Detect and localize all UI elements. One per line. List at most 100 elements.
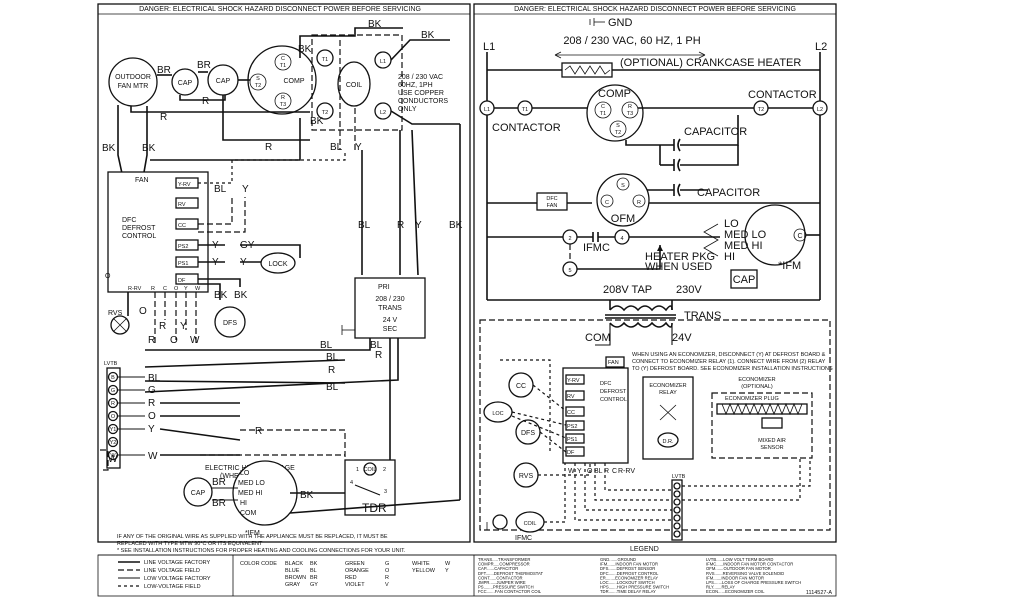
right-comp-r: R (628, 104, 632, 110)
wire-label-r-dfc: R (148, 335, 155, 346)
lvtb-wire-g: G (148, 385, 156, 396)
left-supply-line-4: CONDUCTORS (398, 98, 448, 105)
wire-label-gy: GY (240, 240, 255, 251)
right-supply-label: 208 / 230 VAC, 60 HZ, 1 PH (563, 35, 700, 47)
right-danger-banner: DANGER: ELECTRICAL SHOCK HAZARD DISCONNE… (514, 6, 796, 13)
color-code-title: COLOR CODE (240, 561, 277, 567)
low-voltage-section (479, 319, 831, 531)
line-type-legend: LINE VOLTAGE FACTORY LINE VOLTAGE FIELD … (118, 560, 211, 590)
right-ifm-medhi: MED HI (724, 240, 763, 252)
wire-label-r-sec: R (375, 350, 382, 361)
wire-label-y-ps1: Y (212, 257, 219, 268)
wire-label-br-1: BR (157, 65, 171, 76)
abbreviation-entry: ER........ECONOMIZER RELAY (600, 575, 658, 580)
color-gray: GRAY (285, 582, 301, 588)
wire-label-bk-l1: BK (421, 30, 435, 41)
ifmc-pin-4-label: 4 (620, 236, 623, 242)
left-ifm-com: COM (240, 510, 257, 517)
right-l2-label: L2 (815, 41, 827, 53)
wire-label-bk-fan-2: BK (142, 143, 156, 154)
abbreviation-entry: PS........PRESSURE SWITCH (478, 585, 534, 590)
tdr-coil (363, 462, 377, 476)
color-white: WHITE (412, 561, 430, 567)
lvtb-wire-o: O (148, 411, 156, 422)
color-blue-abbr: BL (310, 568, 317, 574)
right-dfc-terminals: Y-RV RV CC PS2 PS1 DF (565, 374, 585, 457)
wire-label-o-dfc: O (170, 335, 178, 346)
econ-note-3: TO (Y) DEFROST BOARD. SEE ECONOMIZER INS… (632, 366, 833, 372)
lvtb-term-y2: Y2 (110, 440, 117, 446)
left-dfs-label: DFS (223, 320, 237, 327)
left-dfc-b-w: W (195, 286, 201, 292)
wire-label-br-ifm-1: BR (212, 477, 226, 488)
right-cc-label: CC (516, 383, 526, 390)
color-gray-abbr: GY (310, 582, 318, 588)
econ-plug-pins (721, 402, 803, 416)
legend-line-4: LOW-VOLTAGE FIELD (144, 584, 201, 590)
right-dfc-term-yrv: Y-RV (567, 378, 580, 384)
color-orange-abbr: O (385, 568, 390, 574)
abbreviation-entry: DFT.......DEFROST THERMOSTAT (478, 571, 544, 576)
econ-note-1: WHEN USING AN ECONOMIZER, DISCONNECT (Y)… (632, 352, 826, 358)
legend-line-1: LINE VOLTAGE FACTORY (144, 560, 211, 566)
abbreviations-col-3: LVTB......LOW VOLT TERM BOARDIFMC......I… (706, 557, 801, 594)
comp-terminal-r (274, 92, 292, 110)
left-supply-line-5: ONLY (398, 106, 417, 113)
lvtb-term-r: R (111, 401, 115, 407)
abbreviation-entry: GND.......GROUND (600, 557, 636, 562)
left-dfc-term-cc: CC (178, 223, 186, 229)
econ-dr-label: D.R. (663, 439, 674, 445)
left-dfc-o-label: O (105, 273, 111, 280)
abbreviation-entry: CAP.......CAPACITOR (478, 566, 518, 571)
abbreviation-entry: CONT......CONTACTOR (478, 575, 523, 580)
wire-label-o-rvs: O (139, 306, 147, 317)
left-dfc-title-2: DEFROST (122, 225, 156, 232)
trans-tap-208: 208V TAP (603, 284, 652, 296)
heater-pkg-label-1: HEATER PKG (645, 251, 715, 263)
ifmc-pin-2-label: 2 (568, 236, 571, 242)
left-dfc-b-o: O (174, 286, 179, 292)
color-red-abbr: R (385, 575, 389, 581)
left-dfc-b-y: Y (184, 286, 188, 292)
abbreviation-entry: JMPR......JUMPER WIRE (478, 580, 526, 585)
left-danger-banner: DANGER: ELECTRICAL SHOCK HAZARD DISCONNE… (139, 6, 421, 13)
right-compressor (586, 84, 644, 142)
right-indoor-fan-motor (744, 204, 806, 266)
contactor-coil-label: COIL (346, 82, 362, 89)
outdoor-fan-motor (108, 57, 158, 107)
abbreviation-entry: OFM.......OUTDOOR FAN MOTOR (706, 566, 771, 571)
comp-term-r-label: R (281, 95, 285, 101)
left-note-3: * SEE INSTALLATION INSTRUCTIONS FOR PROP… (117, 548, 406, 554)
left-transformer (354, 277, 426, 339)
abbreviation-entry: ECON......ECONOMIZER COIL (706, 589, 765, 594)
left-dfc-title-3: CONTROL (122, 233, 156, 240)
abbreviation-entry: HPS.......HIGH PRESSURE SWITCH (600, 585, 669, 590)
wire-label-bl-lvtb-2: BL (326, 352, 339, 363)
abbreviation-entry: DFC.......DEFROST CONTROL (600, 571, 659, 576)
right-24v-label: 24V (672, 332, 692, 344)
legend-title: LEGEND (630, 546, 659, 553)
comp-term-c-label: C (281, 56, 285, 62)
right-dfc-title-1: DFC (600, 381, 611, 387)
right-lvtb-terminals (673, 482, 681, 538)
contactor-outline (311, 34, 403, 131)
abbreviation-entry: IFM.......INDOOR FAN MOTOR (706, 575, 764, 580)
comp-terminal-s (249, 73, 267, 91)
wire-label-bl-dfc: BL (214, 184, 227, 195)
right-lock-label: LOC (492, 411, 503, 417)
left-ifm-lo: LO (240, 470, 250, 477)
color-brown: BROWN (285, 575, 306, 581)
tdr-pin-4: 4 (350, 480, 353, 486)
left-lvtb-label: LVTB (104, 361, 118, 367)
right-ofm-r: R (637, 200, 641, 206)
color-green-abbr: G (385, 561, 389, 567)
right-ofm-s: S (621, 183, 625, 189)
left-lvtb-terminals: B G R O Y1 Y2 W (107, 371, 119, 461)
econ-relay-label-2: RELAY (659, 390, 677, 396)
wire-label-bl-lvtb-1: BL (320, 340, 333, 351)
legend-strip (97, 554, 837, 597)
left-trans-sec: SEC (383, 326, 397, 333)
right-dfc-b-rrv: R-RV (618, 468, 635, 475)
right-ifm-capacitor (730, 269, 758, 289)
